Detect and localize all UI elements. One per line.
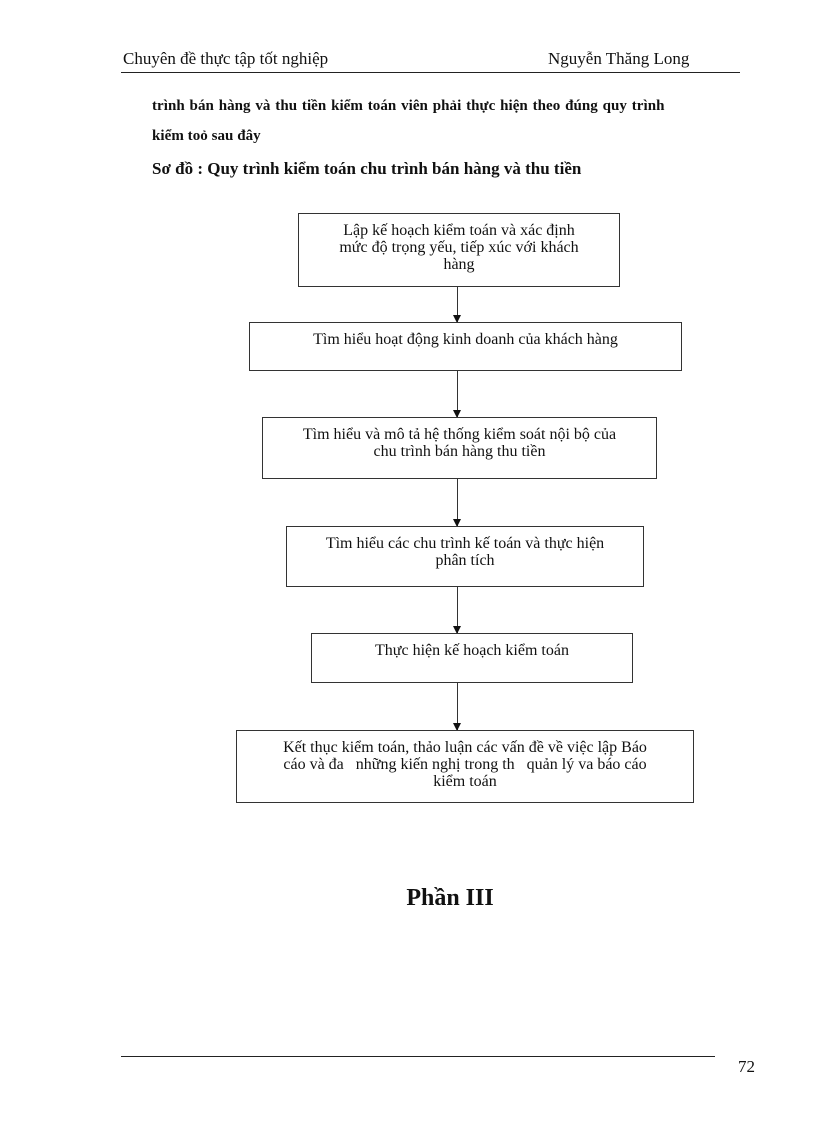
header-author-name: Nguyễn Thăng Long	[548, 49, 690, 68]
page-number: 72	[738, 1057, 755, 1076]
step-3-line-2: chu trình bán hàng thu tiền	[373, 443, 546, 460]
flow-step-3: Tìm hiểu và mô tả hệ thống kiểm soát nội…	[262, 417, 657, 479]
arrow-down-icon	[453, 371, 461, 418]
paragraph-line-2: kiểm toỏ sau đây	[152, 128, 261, 144]
flow-step-4: Tìm hiểu các chu trình kế toán và thực h…	[286, 526, 644, 587]
arrow-down-icon	[453, 587, 461, 634]
step-1-line-2: mức độ trọng yếu, tiếp xúc với khách	[339, 239, 579, 256]
step-6-line-2: cáo và đa những kiến nghị trong th quản …	[283, 756, 647, 773]
flow-step-1: Lập kế hoạch kiểm toán và xác định mức đ…	[298, 213, 620, 287]
arrow-down-icon	[453, 479, 461, 527]
step-5-line-1: Thực hiện kế hoạch kiểm toán	[375, 642, 569, 659]
arrow-down-icon	[453, 683, 461, 731]
header-document-title: Chuyên đề thực tập tốt nghiệp	[123, 49, 329, 68]
flow-step-2: Tìm hiểu hoạt động kinh doanh của khách …	[249, 322, 682, 371]
step-6-line-1: Kết thục kiểm toán, thảo luận các vấn đề…	[283, 739, 647, 756]
step-6-line-3: kiểm toán	[433, 773, 497, 790]
step-4-line-2: phân tích	[435, 552, 495, 569]
step-1-line-3: hàng	[443, 256, 475, 273]
step-3-line-1: Tìm hiểu và mô tả hệ thống kiểm soát nội…	[302, 426, 617, 443]
footer-divider	[121, 1056, 715, 1057]
paragraph-line-1: trình bán hàng và thu tiền kiểm toán viê…	[152, 98, 665, 114]
diagram-heading: Sơ đồ : Quy trình kiểm toán chu trình bá…	[152, 159, 582, 178]
step-4-line-1: Tìm hiểu các chu trình kế toán và thực h…	[325, 535, 605, 552]
arrow-down-icon	[453, 287, 461, 323]
flow-step-6: Kết thục kiểm toán, thảo luận các vấn đề…	[236, 730, 694, 803]
part-title: Phần III	[406, 885, 494, 911]
step-1-line-1: Lập kế hoạch kiểm toán và xác định	[343, 222, 575, 239]
flow-step-5: Thực hiện kế hoạch kiểm toán	[311, 633, 633, 683]
step-2-line-1: Tìm hiểu hoạt động kinh doanh của khách …	[313, 331, 618, 348]
header-divider	[121, 72, 740, 73]
